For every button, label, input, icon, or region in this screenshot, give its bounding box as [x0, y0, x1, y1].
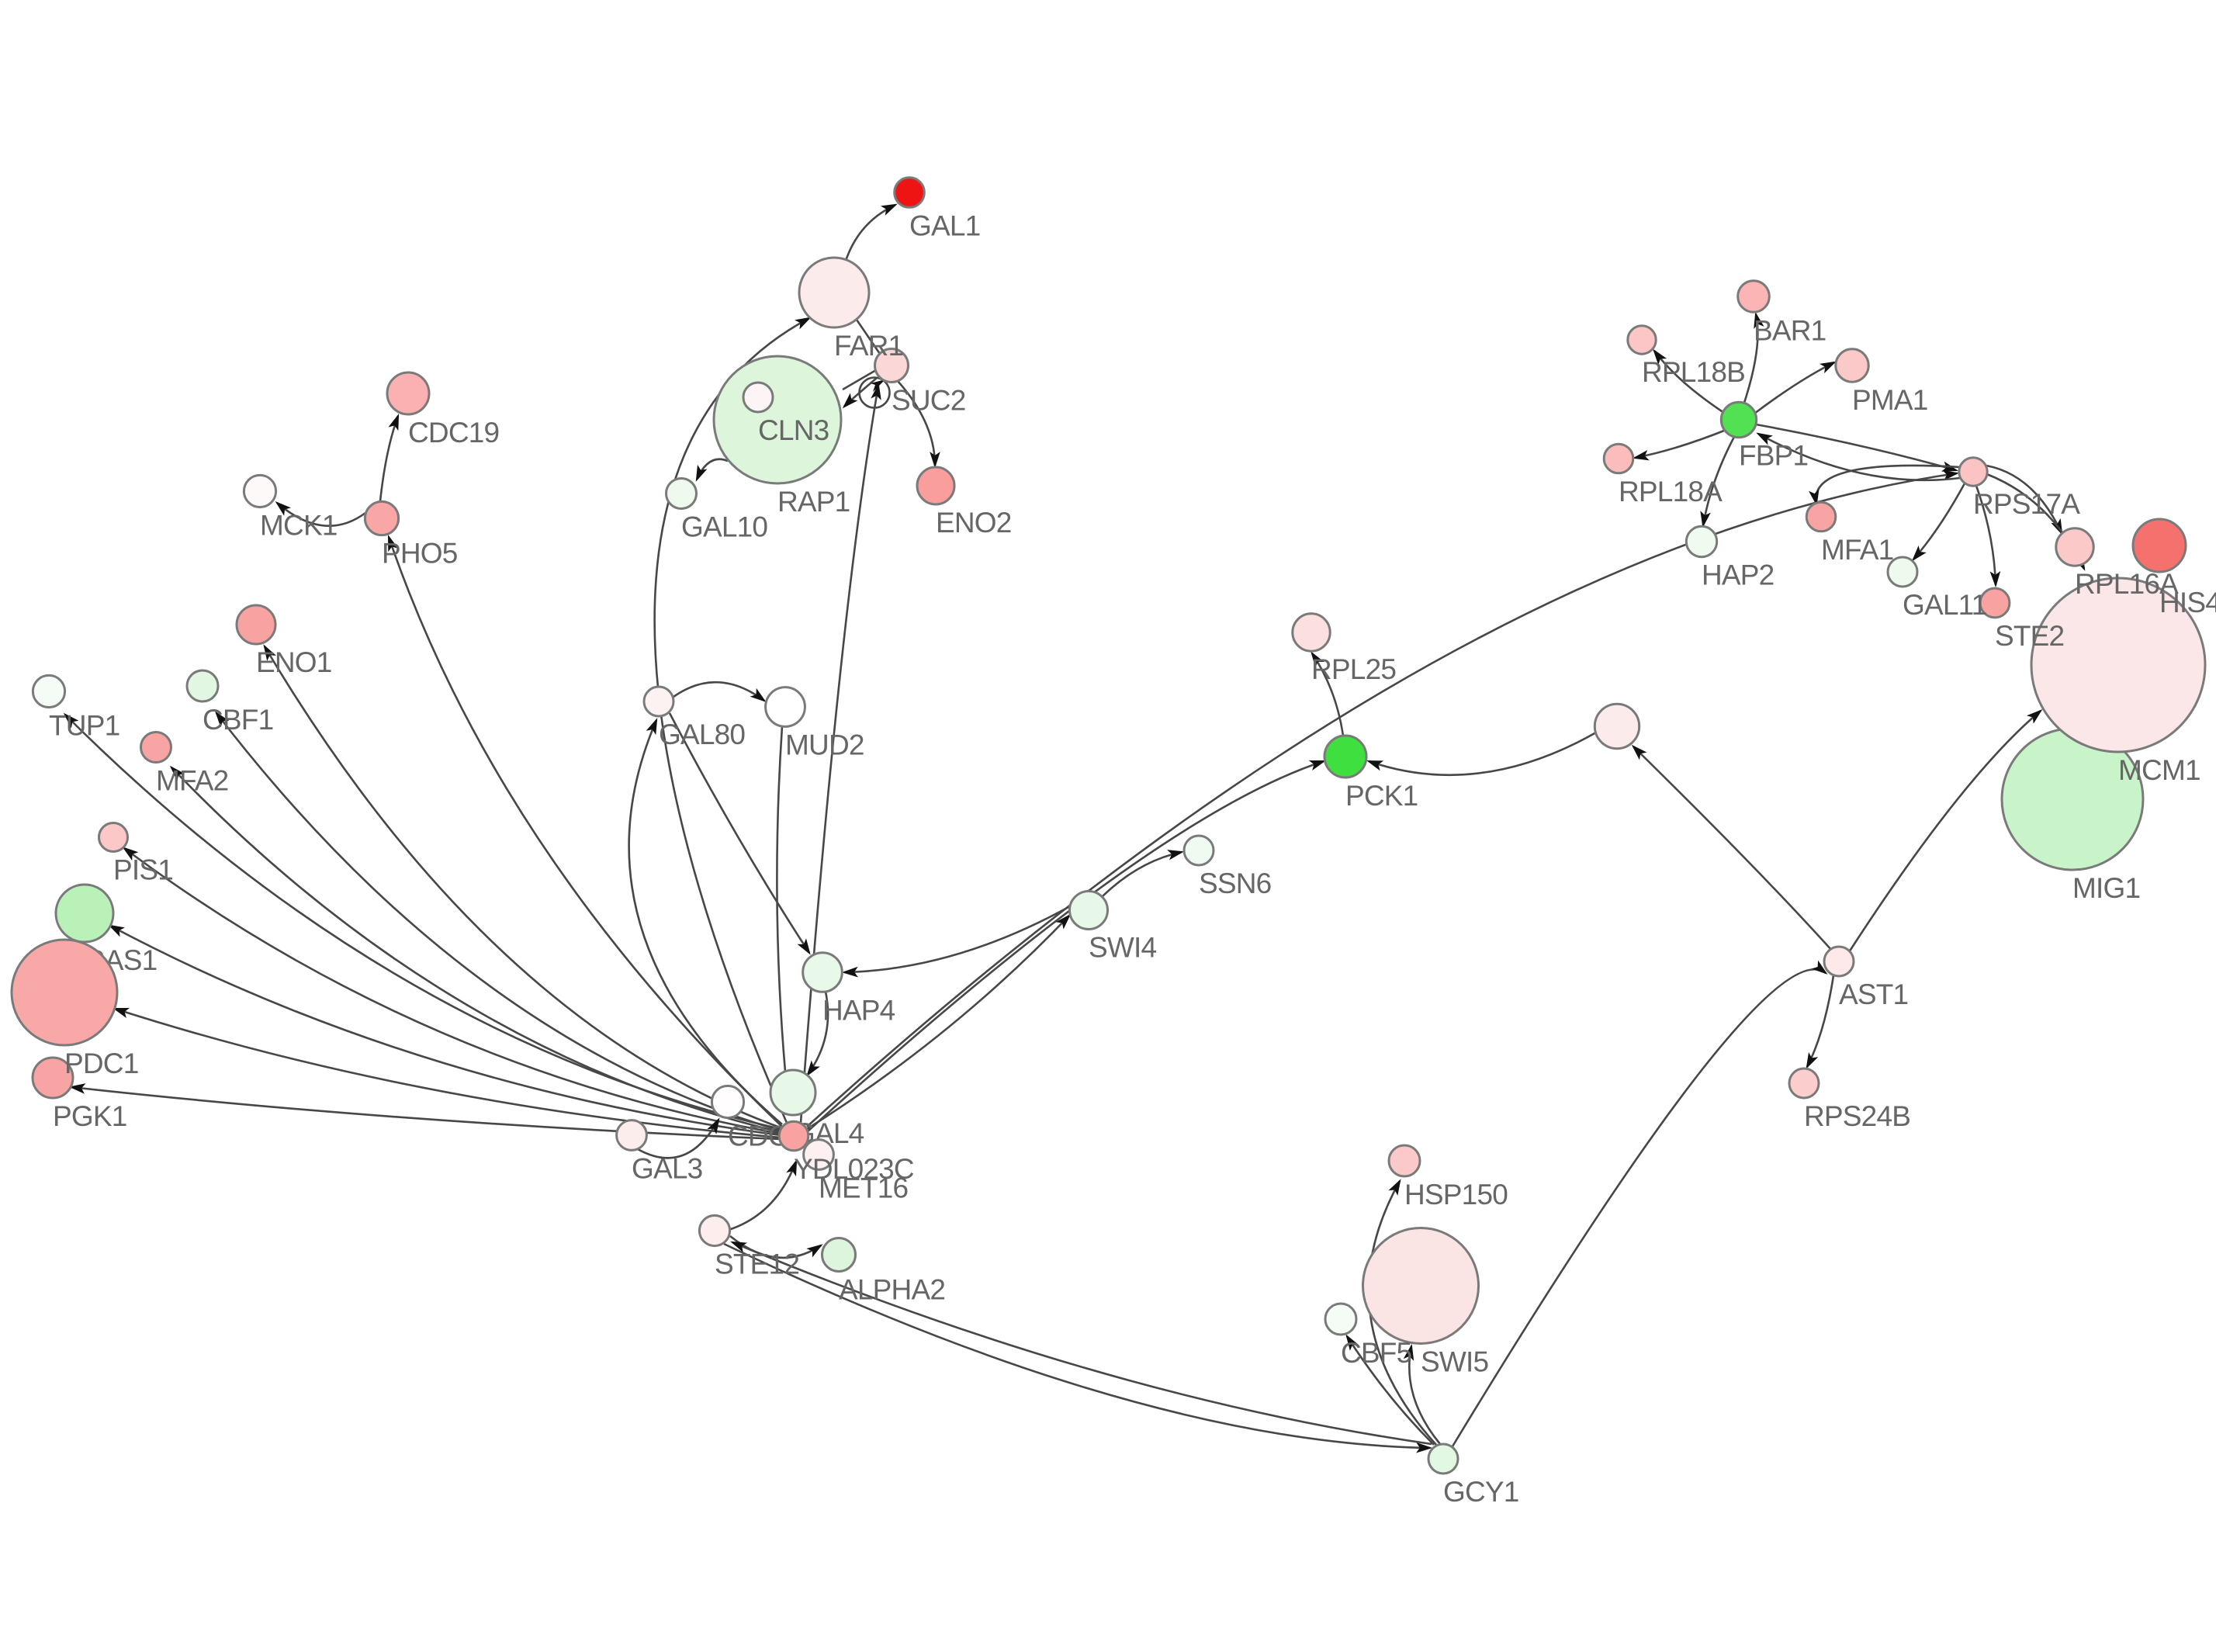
- svg-text:PHO5: PHO5: [382, 538, 458, 570]
- svg-text:MIG1: MIG1: [2072, 872, 2140, 904]
- svg-text:SWI5: SWI5: [1421, 1346, 1488, 1378]
- svg-text:HAP4: HAP4: [822, 994, 895, 1026]
- svg-text:PGK1: PGK1: [53, 1100, 127, 1132]
- svg-text:ENO2: ENO2: [936, 507, 1012, 539]
- svg-text:MUD2: MUD2: [785, 729, 864, 760]
- svg-text:FAR1: FAR1: [834, 330, 903, 362]
- svg-text:RPS24B: RPS24B: [1804, 1100, 1910, 1132]
- svg-text:MCK1: MCK1: [260, 510, 338, 542]
- svg-text:MET16: MET16: [819, 1172, 908, 1204]
- svg-text:HAP2: HAP2: [1702, 559, 1774, 591]
- svg-text:SWI4: SWI4: [1089, 932, 1156, 964]
- svg-text:RPL25: RPL25: [1311, 653, 1396, 685]
- svg-text:STE2: STE2: [1995, 620, 2064, 652]
- svg-text:PMA1: PMA1: [1852, 384, 1928, 416]
- svg-text:MCM1: MCM1: [2118, 754, 2200, 786]
- svg-text:MFA2: MFA2: [156, 765, 228, 797]
- svg-text:HIS4: HIS4: [2159, 587, 2216, 618]
- svg-text:YDL023C: YDL023C: [794, 1153, 914, 1185]
- svg-text:RPL18B: RPL18B: [1642, 356, 1745, 388]
- svg-text:CBF5: CBF5: [1341, 1337, 1412, 1369]
- svg-text:FBP1: FBP1: [1739, 440, 1808, 472]
- svg-text:SSN6: SSN6: [1199, 868, 1271, 899]
- svg-text:GAL11: GAL11: [1903, 589, 1986, 621]
- svg-text:CDC19: CDC19: [408, 417, 499, 448]
- svg-text:RAP1: RAP1: [777, 486, 850, 518]
- svg-text:HSP150: HSP150: [1404, 1179, 1508, 1210]
- svg-text:ALPHA2: ALPHA2: [839, 1274, 945, 1306]
- svg-text:STE12: STE12: [715, 1249, 799, 1280]
- svg-text:RPL16A: RPL16A: [2075, 568, 2179, 600]
- svg-text:ENO1: ENO1: [256, 646, 332, 678]
- svg-text:GAL10: GAL10: [681, 511, 767, 543]
- svg-text:CLN3: CLN3: [758, 414, 829, 446]
- svg-text:PCK1: PCK1: [1345, 780, 1418, 812]
- svg-text:PIS1: PIS1: [113, 854, 173, 886]
- svg-text:GAL3: GAL3: [632, 1152, 702, 1184]
- svg-text:MFA1: MFA1: [1821, 534, 1893, 566]
- svg-text:SUC2: SUC2: [892, 385, 966, 417]
- svg-text:GAL1: GAL1: [909, 210, 980, 241]
- svg-text:PDC1: PDC1: [64, 1048, 139, 1079]
- svg-text:BAR1: BAR1: [1754, 314, 1826, 346]
- svg-text:RPL18A: RPL18A: [1619, 476, 1723, 507]
- svg-text:TUP1: TUP1: [49, 710, 119, 742]
- svg-text:RPS17A: RPS17A: [1973, 488, 2080, 520]
- svg-text:CBF1: CBF1: [203, 704, 273, 736]
- svg-text:GCY1: GCY1: [1443, 1476, 1519, 1508]
- svg-text:AST1: AST1: [1839, 978, 1908, 1010]
- svg-text:GAL80: GAL80: [659, 719, 745, 750]
